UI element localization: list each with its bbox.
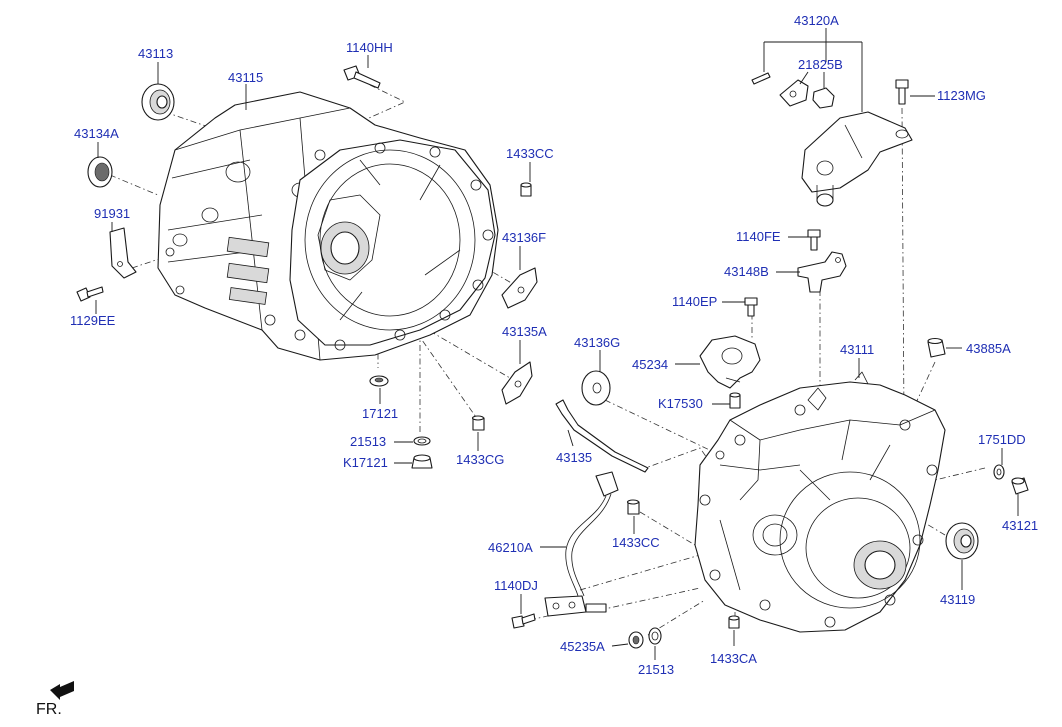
plug-43121[interactable] (1011, 477, 1029, 495)
washer-1751DD[interactable] (993, 464, 1005, 480)
housing-bolt-bosses (165, 142, 494, 351)
dowel-1433CG[interactable] (471, 415, 485, 431)
label-1140EP[interactable]: 1140EP (672, 294, 717, 309)
label-K17530[interactable]: K17530 (658, 396, 703, 411)
label-43113[interactable]: 43113 (138, 46, 173, 61)
label-43885A[interactable]: 43885A (966, 341, 1011, 356)
transmission-case-43111[interactable] (694, 371, 946, 633)
label-43136F[interactable]: 43136F (502, 230, 546, 245)
drain-plug-K17121[interactable] (411, 454, 433, 469)
label-43135[interactable]: 43135 (556, 450, 592, 465)
label-46210A[interactable]: 46210A (488, 540, 533, 555)
label-1140DJ[interactable]: 1140DJ (494, 578, 538, 593)
label-21513-left[interactable]: 21513 (350, 434, 386, 449)
dowel-1433CA[interactable] (728, 615, 740, 629)
clutch-housing-43115[interactable] (157, 91, 499, 361)
label-43120A[interactable]: 43120A (794, 13, 839, 28)
dowel-1433CC-top[interactable] (520, 182, 532, 197)
washer-21513-bottom[interactable] (648, 627, 662, 645)
bracket-43148B[interactable] (797, 251, 847, 293)
bolt-1129EE[interactable] (76, 286, 104, 302)
oil-seal-43113[interactable] (141, 83, 175, 121)
fr-label: FR. (36, 701, 62, 718)
shield-plate-43136F[interactable] (501, 267, 538, 309)
label-1129EE[interactable]: 1129EE (70, 313, 116, 328)
label-43119[interactable]: 43119 (940, 592, 975, 607)
sensor-K17530[interactable] (729, 392, 741, 409)
label-17121[interactable]: 17121 (362, 406, 398, 421)
label-K17121[interactable]: K17121 (343, 455, 388, 470)
front-direction-indicator: FR. (36, 681, 74, 718)
label-43115[interactable]: 43115 (228, 70, 263, 85)
label-1751DD[interactable]: 1751DD (978, 432, 1026, 447)
shield-plate-43135A[interactable] (501, 361, 533, 405)
label-43148B[interactable]: 43148B (724, 264, 769, 279)
bolt-1140FE[interactable] (807, 229, 821, 251)
label-1433CC-top[interactable]: 1433CC (506, 146, 554, 161)
part-labels: 43120A 43113 1140HH 21825B 43115 1123MG … (70, 13, 1038, 677)
dowel-1433CC-mid[interactable] (626, 499, 640, 515)
front-arrow-icon (50, 681, 74, 700)
inhibitor-switch-45234[interactable] (699, 335, 761, 389)
bolt-1140HH[interactable] (343, 65, 381, 89)
bracket-91931[interactable] (109, 227, 137, 279)
label-1433CG[interactable]: 1433CG (456, 452, 504, 467)
bolt-1140DJ[interactable] (511, 613, 536, 629)
oil-seal-43134A[interactable] (87, 156, 113, 188)
leader-lines (95, 28, 1019, 660)
label-43136G[interactable]: 43136G (574, 335, 620, 350)
label-43135A[interactable]: 43135A (502, 324, 547, 339)
label-91931[interactable]: 91931 (94, 206, 130, 221)
plug-45235A[interactable] (628, 631, 644, 649)
label-1140FE[interactable]: 1140FE (736, 229, 781, 244)
small-bracket-21825B-parts[interactable] (751, 72, 835, 109)
bolt-1140EP[interactable] (744, 297, 758, 317)
label-21825B[interactable]: 21825B (798, 57, 843, 72)
label-45234[interactable]: 45234 (632, 357, 668, 372)
label-45235A[interactable]: 45235A (560, 639, 605, 654)
label-1140HH[interactable]: 1140HH (346, 40, 393, 55)
control-cable-43135[interactable] (555, 399, 649, 473)
shield-plate-43136G[interactable] (581, 370, 611, 406)
cap-43885A[interactable] (927, 337, 946, 358)
label-43134A[interactable]: 43134A (74, 126, 119, 141)
label-43111[interactable]: 43111 (840, 342, 874, 357)
label-21513-bottom[interactable]: 21513 (638, 662, 674, 677)
label-1433CA[interactable]: 1433CA (710, 651, 757, 666)
label-1123MG[interactable]: 1123MG (937, 88, 986, 103)
speed-sensor-46210A[interactable] (544, 471, 619, 617)
label-1433CC-mid[interactable]: 1433CC (612, 535, 660, 550)
bolt-1123MG[interactable] (895, 79, 909, 105)
washer-21513-left[interactable] (413, 436, 431, 446)
mounting-bracket-43120A[interactable] (801, 111, 913, 207)
washer-17121[interactable] (369, 375, 389, 387)
label-43121[interactable]: 43121 (1002, 518, 1038, 533)
oil-seal-43119[interactable] (945, 522, 979, 560)
case-bolt-bosses (699, 404, 938, 628)
